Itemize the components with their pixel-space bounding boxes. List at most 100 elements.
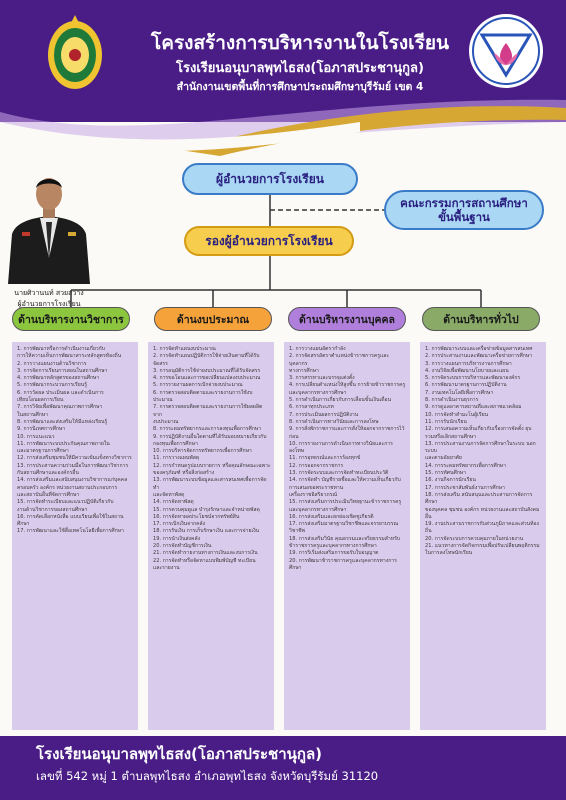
dept-list-item: เทียบโอนผลการเรียน bbox=[17, 397, 64, 404]
dept-list-item: 19. การริเริ่มส่งเสริมการขอรับใบอนุญาต bbox=[289, 550, 379, 557]
dept-list-item: 9. การปฏิบัติงานอื่นใดตามที่ได้รับมอบหมา… bbox=[153, 433, 267, 440]
footer-school-name: โรงเรียนอนุบาลพุทไธสง(โอภาสประชานุกูล) bbox=[36, 745, 323, 763]
dept-list-item: และตามอัธยาศัย bbox=[425, 455, 462, 462]
dept-list-item: 21. แนวทางการจัดกิจกรรมเพื่อปรับเปลี่ยนพ… bbox=[425, 543, 540, 550]
dept-list-item: 2. การประสานงานและพัฒนาเครือข่ายการศึกษา bbox=[425, 353, 533, 360]
dept-list-item: 6. การตรวจสอบติดตามและรายงานการใช้งบประม… bbox=[153, 389, 253, 404]
dept-list-item: 14. การจัดหาพัสดุ bbox=[153, 499, 194, 506]
dept-list-item: 14. การระดมทรัพยากรเพื่อการศึกษา bbox=[425, 462, 507, 469]
dept-list-item: 2. การวางแผนงานด้านวิชาการ bbox=[17, 360, 87, 367]
org-connectors bbox=[70, 195, 482, 307]
dept-list-item: 10. การแนะแนว bbox=[17, 433, 55, 440]
dept-academic-header: ด้านบริหารงานวิชาการ bbox=[12, 307, 130, 331]
dept-list-item: 13. การประสานความร่วมมือในการพัฒนาวิชากา… bbox=[17, 462, 129, 469]
dept-list-item: 15. การส่งเสริมการประเมินวิทยฐานะข้าราชก… bbox=[289, 499, 402, 506]
dept-list-item: และรายงาน bbox=[153, 564, 180, 571]
school-board-box: คณะกรรมการสถานศึกษา ขั้นพื้นฐาน bbox=[384, 190, 544, 230]
dept-list-item: 11. การวางแผนพัสดุ bbox=[153, 455, 200, 462]
dept-list-item: 9. การนิเทศการศึกษา bbox=[17, 426, 66, 433]
dept-list-item: 1. การพัฒนาหรือการดำเนินงานเกี่ยวกับ bbox=[17, 346, 105, 352]
dept-list-item: 9. การสั่งพักราชการและการสั่งให้ออกจากรา… bbox=[289, 426, 405, 440]
dept-list-item: และจัดหาพัสดุ bbox=[153, 491, 185, 498]
dept-list-item: และมาตรฐานการศึกษา bbox=[17, 448, 69, 455]
dept-list-item: 5. การจัดระบบการบริหารและพัฒนาองค์กร bbox=[425, 375, 521, 382]
dept-list-item: ในสถานศึกษา bbox=[17, 411, 49, 418]
dept-list-item: 7. การประเมินผลการปฏิบัติงาน bbox=[289, 411, 359, 418]
dept-list-item: 6. การพัฒนามาตรฐานการปฏิบัติงาน bbox=[425, 382, 507, 389]
dept-list-item: งบประมาณ bbox=[153, 418, 179, 425]
page-title: โครงสร้างการบริหารงานในโรงเรียน bbox=[151, 32, 449, 54]
dept-list-item: งานด้านวิชาการของสถานศึกษา bbox=[17, 506, 88, 513]
dept-list-item: การให้ความเห็นการพัฒนาสาระหลักสูตรท้องถิ… bbox=[17, 353, 122, 360]
dept-list-item: 5. การพัฒนากระบวนการเรียนรู้ bbox=[17, 382, 87, 389]
dept-list-item: 19. การนำเงินส่งคลัง bbox=[153, 535, 201, 542]
dept-list-item: 18. การรับเงิน การเก็บรักษาเงิน และการจ่… bbox=[153, 528, 260, 535]
dept-list-item: 8. การดำเนินงานธุรการ bbox=[425, 397, 479, 404]
footer-address: เลขที่ 542 หมู่ 1 ตำบลพุทไธสง อำเภอพุทไธ… bbox=[36, 769, 379, 783]
board-label-line1: คณะกรรมการสถานศึกษา bbox=[400, 196, 528, 210]
dept-list-item: 21. การจัดทำรายงานทางการเงินและงบการเงิน bbox=[153, 550, 258, 557]
dept-list-item: 6. การวัดผล ประเมินผล และดำเนินการ bbox=[17, 389, 104, 396]
dept-list-item: 3. การวางแผนการบริหารงานการศึกษา bbox=[425, 360, 512, 367]
dept-list-item: 5. การรายงานผลการเบิกจ่ายงบประมาณ bbox=[153, 382, 243, 389]
dept-list-item: 17. การประชาสัมพันธ์งานการศึกษา bbox=[425, 484, 505, 491]
dept-list-item: 11. การรับนักเรียน bbox=[425, 418, 467, 425]
dept-list-item: ทางการศึกษา bbox=[289, 367, 319, 374]
dept-list-item: 5. การดำเนินการเกี่ยวกับการเลื่อนขั้นเงิ… bbox=[289, 397, 392, 404]
dept-list-item: ครอบครัว องค์กร หน่วยงานสถานประกอบการ bbox=[17, 484, 118, 491]
dept-list-item: 12. การเสนอความเห็นเกี่ยวกับเรื่องการจัด… bbox=[425, 426, 532, 433]
dept-list-item: 14. การส่งเสริมและสนับสนุนงานวิชาการแก่บ… bbox=[17, 477, 128, 484]
dept-list-item: 19. งานประสานราชการกับส่วนภูมิภาคและส่วน… bbox=[425, 521, 540, 535]
dept-budget-header: ด้านงบประมาณ bbox=[154, 307, 272, 331]
dept-list-item: 15. การควบคุมดูแล บำรุงรักษาและจำหน่ายพั… bbox=[153, 506, 260, 513]
dept-list-item: 16. การคัดเลือกหนังสือ แบบเรียนเพื่อใช้ใ… bbox=[17, 513, 124, 528]
dept-general-list: 1. การพัฒนาระบบและเครือข่ายข้อมูลสารสนเท… bbox=[420, 342, 546, 730]
dept-list-item: 3. การจัดการเรียนการสอนในสถานศึกษา bbox=[17, 367, 108, 374]
dept-list-item: 1. การจัดทำแผนงบประมาณ bbox=[153, 346, 216, 352]
dept-list-item: 11. การอุทธรณ์และการร้องทุกข์ bbox=[289, 455, 361, 462]
dept-list-item: และบุคลากรทางการศึกษา bbox=[289, 389, 347, 396]
board-label-line2: ขั้นพื้นฐาน bbox=[438, 210, 490, 224]
office-subtitle: สำนักงานเขตพื้นที่การศึกษาประถมศึกษาบุรี… bbox=[176, 81, 424, 93]
director-box: ผู้อำนวยการโรงเรียน bbox=[182, 163, 358, 195]
dept-list-item: และบุคลากรทางการศึกษา bbox=[289, 506, 347, 513]
school-subtitle: โรงเรียนอนุบาลพุทไธสง(โอภาสประชานุกูล) bbox=[176, 61, 424, 76]
dept-list-item: 18. การส่งเสริมวินัย คุณธรรมและจริยธรรมส… bbox=[289, 535, 401, 542]
dept-list-item: 13. การประสานงานการจัดการศึกษาในระบบ นอก… bbox=[425, 440, 536, 455]
dept-list-item: 17. การเบิกเงินจากคลัง bbox=[153, 521, 206, 528]
dept-academic-list: 1. การพัฒนาหรือการดำเนินงานเกี่ยวกับการใ… bbox=[12, 342, 138, 730]
dept-list-item: ของบุคคล ชุมชน องค์กร หน่วยงานและสถาบันส… bbox=[425, 506, 540, 520]
dept-list-item: 7. งานเทคโนโลยีเพื่อการศึกษา bbox=[425, 389, 494, 396]
director-name: นายศิวานนท์ สวยสว่าง bbox=[14, 289, 84, 297]
dept-list-item: 13. การจัดระบบและการจัดทำทะเบียนประวัติ bbox=[289, 470, 389, 477]
dept-list-item: 7. การวิจัยเพื่อพัฒนาคุณภาพการศึกษา bbox=[17, 404, 103, 411]
dept-list-item: 7. การตรวจสอบติดตามและรายงานการใช้ผลผลิต… bbox=[153, 404, 263, 418]
dept-list-item: รวมหรือเลิกสถานศึกษา bbox=[425, 433, 477, 440]
dept-list-item: 20. การจัดทำบัญชีการเงิน bbox=[153, 543, 212, 550]
footer-band bbox=[0, 736, 566, 800]
dept-list-item: 16. การส่งเสริมและยกย่องเชิดชูเกียรติ bbox=[289, 513, 374, 520]
dept-list-item: 4. การเปลี่ยนตำแหน่งให้สูงขึ้น การย้ายข้… bbox=[289, 382, 406, 389]
director-photo bbox=[2, 168, 96, 284]
dept-list-item: ข้าราชการครูและบุคลากรทางการศึกษา bbox=[289, 543, 377, 550]
dept-general-header: ด้านบริหารทั่วไป bbox=[422, 307, 540, 331]
dept-list-item: 17. การส่งเสริมมาตรฐานวิชาชีพและจรรยาบรร… bbox=[289, 521, 399, 535]
dept-list-item: 11. การพัฒนาระบบประกันคุณภาพภายใน bbox=[17, 440, 110, 447]
dept-list-item: เครื่องราชอิสริยาภรณ์ bbox=[289, 491, 338, 498]
dept-list-item: 17. การพัฒนาและใช้สื่อเทคโนโลยีเพื่อการศ… bbox=[17, 528, 124, 535]
dept-list-item: 14. การจัดทำ บัญชีรายชื่อและให้ความเห็นเ… bbox=[289, 477, 401, 484]
dept-list-item: 15. การจัดทำระเบียบและแนวปฏิบัติเกี่ยวกั… bbox=[17, 499, 114, 506]
dept-list-item: 2. การจัดทำแผนปฏิบัติการใช้จ่ายเงินตามที… bbox=[153, 353, 260, 367]
dept-list-item: 16. การจัดหาผลประโยชน์จากทรัพย์สิน bbox=[153, 513, 240, 520]
dept-list-item: 22. การจัดทำหรือจัดหาแบบพิมพ์บัญชี ทะเบี… bbox=[153, 557, 256, 564]
dept-list-item: 4. การพัฒนาหลักสูตรของสถานศึกษา bbox=[17, 375, 100, 382]
dept-list-item: 13. การพัฒนาระบบข้อมูลและสารสนเทศเพื่อกา… bbox=[153, 477, 267, 491]
dept-list-item: กับสถานศึกษาและองค์กรอื่น bbox=[17, 470, 79, 477]
dept-list-item: 1. การพัฒนาระบบและเครือข่ายข้อมูลสารสนเท… bbox=[425, 346, 533, 352]
dept-list-item: 8. การพัฒนาและส่งเสริมให้มีแหล่งเรียนรู้ bbox=[17, 418, 108, 425]
dept-list-item: 8. การระดมทรัพยากรและการลงทุนเพื่อการศึก… bbox=[153, 426, 262, 433]
dept-list-item: 20. การพัฒนาข้าราชการครูและบุคลากรทางการ… bbox=[289, 557, 397, 571]
dept-list-item: 15. การทัศนศึกษา bbox=[425, 470, 467, 477]
